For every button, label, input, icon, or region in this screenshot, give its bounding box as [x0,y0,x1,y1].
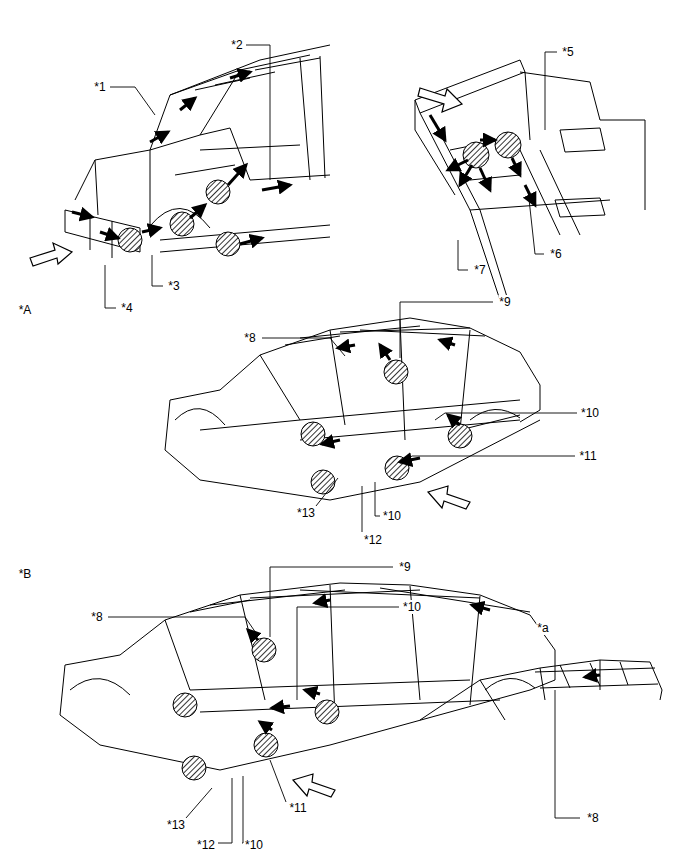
input-arrow [30,88,470,797]
callout-number: *8 [243,331,256,345]
floor-structure [415,60,645,300]
callout-number: *13 [296,506,316,520]
callout-number: *8 [586,811,599,825]
wagon-body [60,583,555,770]
roof-inset [420,660,662,720]
view-label: *A [18,303,33,317]
callout-number: *9 [398,560,411,574]
car-front-structure [65,45,330,258]
load-arrow [72,72,600,730]
callout-number: *10 [580,406,600,420]
callout-number: *5 [561,45,574,59]
callout-number: *8 [90,610,103,624]
callout-number: *11 [578,449,597,463]
callout-number: *1 [93,80,106,94]
view-label: *a [536,621,549,635]
callout-number: *6 [549,247,562,261]
callout-number: *7 [473,263,486,277]
callout-number: *4 [120,301,133,315]
callout-number: *3 [167,279,180,293]
sedan-body [165,318,540,500]
callout-number: *9 [498,295,511,309]
callout-number: *10 [402,600,422,614]
view-label: *B [18,567,33,581]
callout-number: *2 [230,38,243,52]
callout-number: *12 [196,838,216,852]
callout-number: *10 [244,838,264,852]
callout-number: *13 [166,818,186,832]
callout-number: *11 [288,801,307,815]
callout-number: *10 [382,509,402,523]
leader-line [105,45,580,843]
callout-number: *12 [363,533,383,547]
